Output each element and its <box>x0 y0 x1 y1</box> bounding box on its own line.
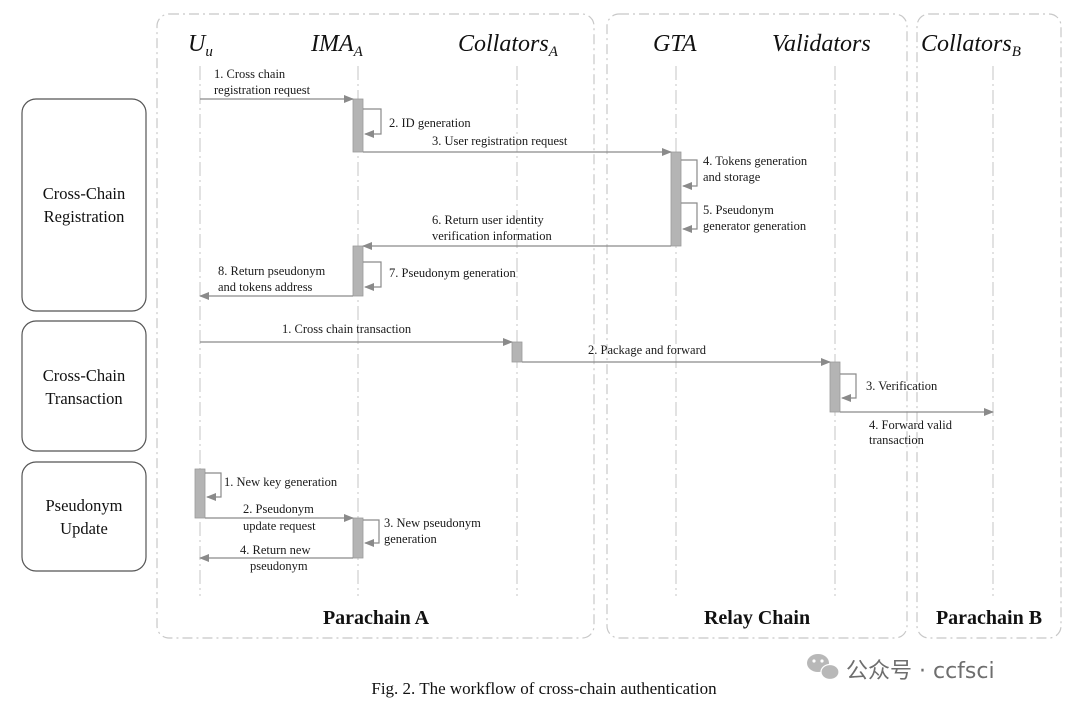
chain-label-parachain-a: Parachain A <box>323 607 430 629</box>
wechat-icon <box>807 654 840 681</box>
activation-ima-a-reg2 <box>352 245 364 297</box>
phase-update-line2: Update <box>60 519 108 538</box>
arrow-up1 <box>205 472 222 501</box>
phase-update: Pseudonym Update <box>21 461 147 572</box>
activation-ima-a-update <box>352 517 364 559</box>
participant-validators: Validators <box>772 31 871 57</box>
participant-user: Uu <box>188 31 213 60</box>
label-reg7: 7. Pseudonym generation <box>389 266 516 280</box>
phase-registration-line2: Registration <box>44 207 125 226</box>
parachain-a-region <box>156 13 595 639</box>
activation-user-update <box>194 468 206 519</box>
participant-collators-a: CollatorsA <box>458 31 559 60</box>
label-reg2: 2. ID generation <box>389 116 471 130</box>
phase-update-line1: Pseudonym <box>45 496 122 515</box>
phase-transaction-line1: Cross-Chain <box>43 366 126 385</box>
label-tx3: 3. Verification <box>866 379 938 393</box>
chain-label-relay: Relay Chain <box>704 607 810 629</box>
activation-ima-a-reg <box>352 98 364 153</box>
figure-caption: Fig. 2. The workflow of cross-chain auth… <box>371 679 717 698</box>
participant-collators-b: CollatorsB <box>921 31 1021 60</box>
label-reg3: 3. User registration request <box>432 134 568 148</box>
phase-registration: Cross-Chain Registration <box>21 98 147 312</box>
arrow-reg4 <box>681 159 698 190</box>
activation-validators-tx <box>829 361 841 413</box>
arrow-up3 <box>363 519 380 547</box>
parachain-b-region <box>916 13 1062 639</box>
phase-transaction-line2: Transaction <box>45 389 122 408</box>
arrow-reg5 <box>681 202 698 233</box>
activation-collators-a-tx <box>511 341 523 363</box>
chain-label-parachain-b: Parachain B <box>936 607 1042 629</box>
arrow-tx3 <box>840 373 857 402</box>
arrow-reg7 <box>363 261 382 291</box>
participant-ima-a: IMAA <box>310 31 364 60</box>
label-tx1: 1. Cross chain transaction <box>282 322 412 336</box>
activation-gta-reg <box>670 151 682 247</box>
relay-chain-region <box>606 13 908 639</box>
phase-transaction: Cross-Chain Transaction <box>21 320 147 452</box>
label-tx2: 2. Package and forward <box>588 343 707 357</box>
watermark-text: 公众号 · ccfsci <box>846 659 995 684</box>
participant-gta: GTA <box>653 31 697 57</box>
arrow-reg2 <box>363 108 382 138</box>
phase-registration-line1: Cross-Chain <box>43 184 126 203</box>
label-up1: 1. New key generation <box>224 475 338 489</box>
